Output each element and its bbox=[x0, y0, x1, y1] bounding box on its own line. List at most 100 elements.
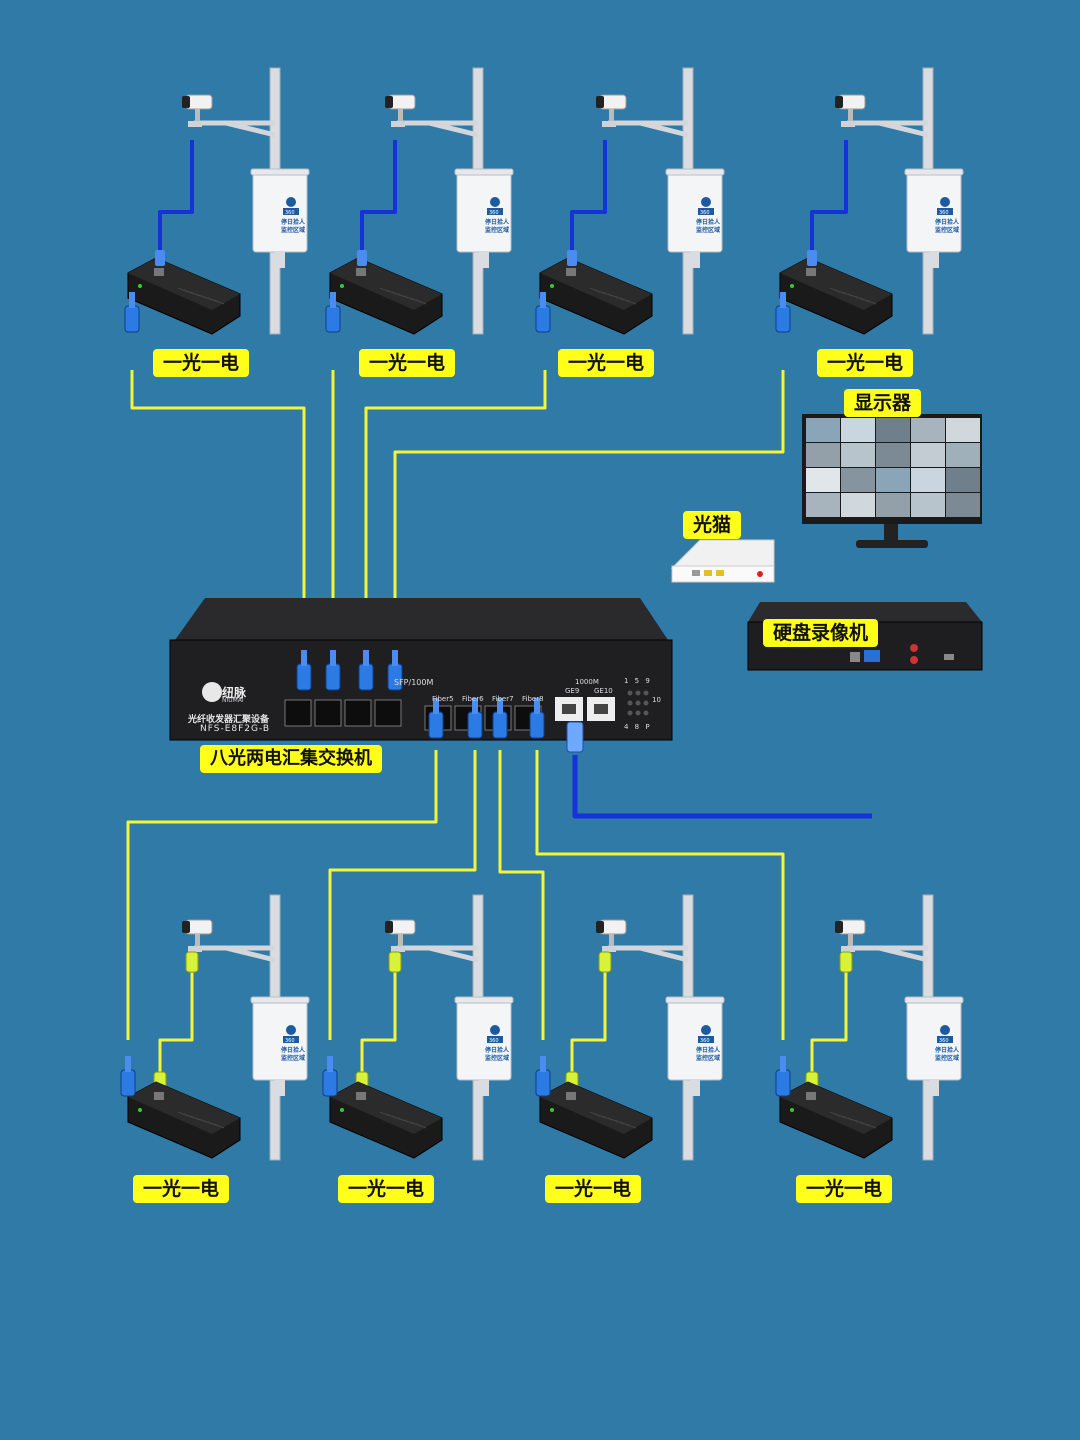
cabinet-roof bbox=[904, 996, 964, 1004]
monitor-neck bbox=[884, 524, 898, 542]
media-converter-6 bbox=[329, 1081, 443, 1159]
sc-connector-bottom-8 bbox=[775, 1056, 791, 1097]
sc-connector-boot bbox=[392, 650, 398, 666]
switch-label: 八光两电汇集交换机 bbox=[200, 745, 382, 773]
cabinet-badge-bg bbox=[698, 208, 714, 215]
media-converter-7 bbox=[539, 1081, 653, 1159]
cabinet-text-line1: 停日拾人 bbox=[935, 218, 960, 226]
ge9-port-label: GE9 bbox=[565, 687, 580, 695]
onu-label: 光猫 bbox=[683, 511, 742, 539]
sc-connector-top-1 bbox=[124, 292, 140, 333]
monitor-feed-tile bbox=[841, 418, 875, 442]
status-led-icon bbox=[627, 700, 633, 706]
cabinet-badge-bg bbox=[283, 1036, 299, 1043]
rj45-plug-icon bbox=[598, 951, 612, 973]
ge10-port-label: GE10 bbox=[594, 687, 613, 695]
sc-connector-body bbox=[325, 305, 341, 333]
cabinet-badge-text: 360 bbox=[939, 1038, 949, 1044]
copper-cable-2 bbox=[360, 140, 397, 258]
status-led-icon bbox=[627, 710, 633, 716]
fiber-cable-4 bbox=[393, 370, 785, 640]
cabinet-text-line1: 停日拾人 bbox=[281, 218, 306, 226]
cabinet-badge-bg bbox=[937, 1036, 953, 1043]
cabinet-badge-bg bbox=[283, 208, 299, 215]
switch-brand: 纽脉 bbox=[222, 686, 247, 700]
status-led-icon bbox=[790, 1108, 794, 1112]
arm-bracket bbox=[841, 121, 855, 127]
camera-lens bbox=[835, 921, 843, 933]
cabinet-badge-text: 360 bbox=[700, 1038, 710, 1044]
onu-top bbox=[670, 539, 775, 569]
monitor-feed-tile bbox=[841, 468, 875, 492]
cabinet-roof bbox=[904, 168, 964, 176]
sc-connector-top-2 bbox=[325, 292, 341, 333]
converter-label-1: 一光一电 bbox=[153, 349, 250, 377]
sc-connector-body bbox=[535, 305, 551, 333]
fiber-cable-6 bbox=[328, 750, 477, 1040]
cabinet-text-line2: 监控区域 bbox=[485, 226, 509, 234]
media-converter-3 bbox=[539, 257, 653, 335]
converter-label-4: 一光一电 bbox=[817, 349, 914, 377]
converter-vent bbox=[415, 1123, 427, 1129]
sfp-port bbox=[374, 699, 402, 727]
cabinet-logo-icon bbox=[701, 197, 711, 207]
cabinet-roof bbox=[454, 168, 514, 176]
copper-cable-nvr bbox=[572, 755, 872, 819]
media-converter-5 bbox=[127, 1081, 241, 1159]
sc-connector-boot bbox=[780, 1056, 786, 1072]
nvr-port bbox=[850, 652, 860, 662]
pole-arm bbox=[847, 120, 929, 138]
cabinet-logo-icon bbox=[490, 1025, 500, 1035]
monitor-feed-tile bbox=[841, 493, 875, 517]
ge9-jack bbox=[562, 704, 576, 714]
vga-port-icon bbox=[864, 650, 880, 662]
sc-connector-body bbox=[124, 305, 140, 333]
fiber-cable-3 bbox=[364, 370, 547, 640]
sc-connector-body bbox=[428, 711, 444, 739]
cabinet-roof bbox=[250, 996, 310, 1004]
fiber-cable-8 bbox=[535, 750, 785, 1040]
camera-lens bbox=[835, 96, 843, 108]
monitor-feed-tile bbox=[876, 468, 910, 492]
pole-arm bbox=[608, 120, 689, 138]
sc-connector-body bbox=[535, 1069, 551, 1097]
rj45-port-icon bbox=[566, 1092, 576, 1100]
cabinet-text-line1: 停日拾人 bbox=[485, 218, 510, 226]
converter-vent bbox=[415, 299, 427, 305]
sc-connector-sw-top-4 bbox=[387, 650, 403, 691]
status-led-icon bbox=[627, 690, 633, 696]
rj45-port-icon bbox=[154, 1092, 164, 1100]
sc-connector-body bbox=[467, 711, 483, 739]
sc-connector-body bbox=[358, 663, 374, 691]
cabinet-logo-icon bbox=[940, 197, 950, 207]
monitor-feed-tile bbox=[946, 493, 980, 517]
cabinet-roof bbox=[250, 168, 310, 176]
camera-mount bbox=[609, 934, 614, 946]
rj45-plug-icon bbox=[185, 951, 199, 973]
rj45-port-icon bbox=[806, 268, 816, 276]
ge10-jack bbox=[594, 704, 608, 714]
sc-connector-body bbox=[322, 1069, 338, 1097]
rj45-plug-icon bbox=[357, 250, 367, 266]
onu-port bbox=[716, 570, 724, 576]
sc-connector-boot bbox=[330, 292, 336, 308]
camera-lens bbox=[596, 96, 604, 108]
cabinet-badge-bg bbox=[487, 208, 503, 215]
rj45-plug-icon bbox=[155, 250, 165, 266]
audio-port-icon bbox=[910, 644, 918, 652]
onu-port bbox=[692, 570, 700, 576]
sc-connector-boot bbox=[780, 292, 786, 308]
cabinet-text-line2: 监控区域 bbox=[935, 226, 959, 234]
cabinet-logo-icon bbox=[490, 197, 500, 207]
led-label-top: 1 5 9 bbox=[624, 677, 652, 685]
converter-vent bbox=[213, 1123, 225, 1129]
cabinet-badge-bg bbox=[698, 1036, 714, 1043]
cabinet-logo-icon bbox=[701, 1025, 711, 1035]
fiber6-port-label: Fiber6 bbox=[462, 695, 484, 703]
cabinet-badge-text: 360 bbox=[285, 1038, 295, 1044]
sc-connector-body bbox=[775, 305, 791, 333]
